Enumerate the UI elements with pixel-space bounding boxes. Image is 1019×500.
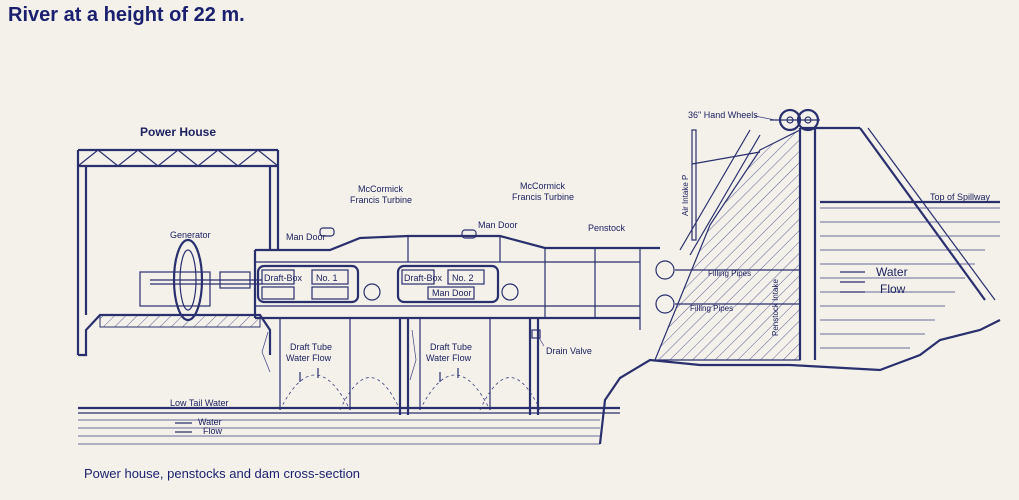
top-of-spillway-label: Top of Spillway (930, 192, 991, 202)
draft-box-1 (256, 264, 381, 304)
draft-box-1-label: Draft-Box (264, 273, 303, 283)
draft-tubes (261, 318, 541, 415)
turbine-2-label-line1: McCormick (520, 181, 565, 191)
draft-tube-2-label-line2: Water Flow (426, 353, 472, 363)
power-house-label: Power House (140, 125, 216, 139)
tail-water (78, 319, 1001, 445)
generator (139, 238, 262, 322)
drain-valve-label: Drain Valve (546, 346, 592, 356)
penstock-intake-label: Penstock Intake (771, 279, 780, 336)
man-door-label-1: Man Door (286, 232, 326, 242)
drain-valve (531, 329, 545, 347)
turbine-1-label-line1: McCormick (358, 184, 403, 194)
no-1-label: No. 1 (316, 273, 338, 283)
door-label: Door (452, 288, 472, 298)
filling-pipes (675, 269, 800, 305)
hand-wheels-label: 36" Hand Wheels (688, 110, 758, 120)
hand-wheels (754, 108, 820, 132)
draft-box-2 (396, 264, 519, 304)
water-flow-tail-label-1: Water (198, 417, 222, 427)
power-house-truss (76, 148, 280, 355)
water-flow-tail-label-2: Flow (203, 426, 223, 436)
generator-label: Generator (170, 230, 211, 240)
turbine-2-label-line2: Francis Turbine (512, 192, 574, 202)
man-door-label-2: Man Door (478, 220, 518, 230)
water-flow-dam-label-1: Water (876, 265, 908, 279)
draft-tube-1-label-line1: Draft Tube (290, 342, 332, 352)
reservoir-water (820, 200, 1000, 349)
draft-tube-2-label-line1: Draft Tube (430, 342, 472, 352)
no-2-label: No. 2 (452, 273, 474, 283)
figure-caption: Power house, penstocks and dam cross-sec… (84, 466, 361, 481)
man-label: Man (432, 288, 450, 298)
power-house-floor (78, 313, 272, 357)
draft-box-2-label: Draft-Box (404, 273, 443, 283)
filling-pipes-label-1: Filling Pipes (708, 269, 751, 278)
filling-pipes-label-2: Filling Pipes (690, 304, 733, 313)
turbine-1-label-line2: Francis Turbine (350, 195, 412, 205)
air-intake-label: Air Intake P (681, 175, 690, 216)
draft-tube-1-label-line2: Water Flow (286, 353, 332, 363)
water-flow-dam-label-2: Flow (880, 282, 906, 296)
dam-body (654, 126, 996, 361)
page-title: River at a height of 22 m. (8, 4, 245, 26)
penstock-label: Penstock (588, 223, 626, 233)
low-tail-water-label: Low Tail Water (170, 398, 229, 408)
turbine-housing (253, 227, 660, 330)
